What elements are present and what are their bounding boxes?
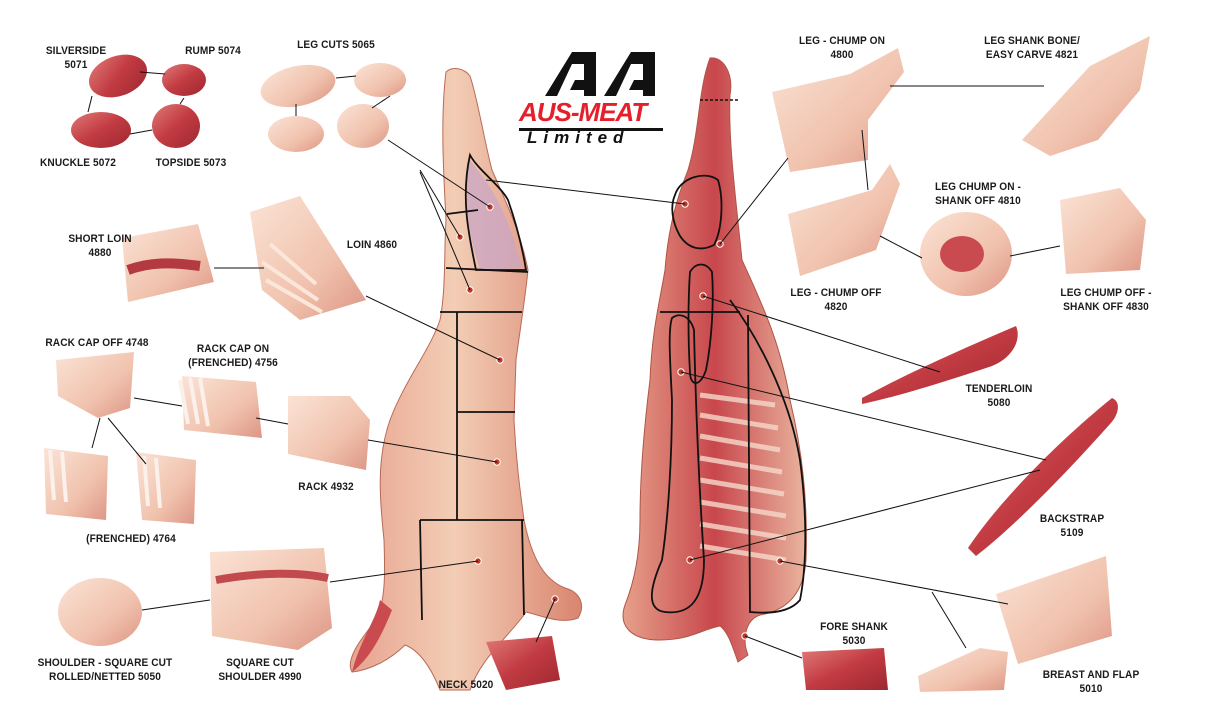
- tenderloin-piece: [862, 326, 1018, 404]
- left-foreshank-tip: [352, 600, 392, 672]
- neck-piece: [486, 636, 560, 690]
- logo-sub-text: Limited: [527, 128, 630, 147]
- logo-brand-text: AUS-MEAT: [519, 97, 647, 127]
- label-knuckle: KNUCKLE 5072: [40, 157, 116, 169]
- label-leg-chump-off-shank-off: LEG CHUMP OFF -SHANK OFF 4830: [1060, 287, 1152, 313]
- square-cut-shoulder-piece: [210, 548, 332, 650]
- label-rack-cap-off: RACK CAP OFF 4748: [45, 337, 149, 349]
- leg-chump-off-shank-off-piece: [1060, 188, 1146, 274]
- rump-piece: [162, 64, 206, 96]
- breast-and-flap-piece-2: [918, 648, 1008, 692]
- label-rump: RUMP 5074: [185, 45, 241, 57]
- label-rack-cap-on: RACK CAP ON(FRENCHED) 4756: [188, 343, 278, 369]
- topside-piece: [152, 104, 200, 148]
- right-carcass: [622, 57, 807, 663]
- aus-meat-logo-mark: [519, 52, 663, 131]
- breast-and-flap-piece-1: [996, 556, 1112, 664]
- frenched-rack-2: [136, 452, 196, 524]
- label-frenched: (FRENCHED) 4764: [86, 533, 176, 545]
- frenched-rack-1: [44, 448, 108, 520]
- label-topside: TOPSIDE 5073: [155, 157, 227, 169]
- rack-piece: [288, 396, 370, 470]
- aus-meat-logo: AUS-MEAT Limited: [519, 97, 667, 147]
- knuckle-piece: [71, 112, 131, 148]
- rolled-shoulder-piece: [58, 578, 142, 646]
- label-loin: LOIN 4860: [346, 239, 398, 251]
- cut-pieces: [44, 36, 1150, 692]
- label-rack: RACK 4932: [298, 481, 354, 493]
- leg-shank-bone-piece: [1022, 36, 1150, 156]
- silverside-piece: [88, 54, 148, 98]
- label-leg-cuts: LEG CUTS 5065: [297, 39, 375, 51]
- label-leg-chump-on-shank-off: LEG CHUMP ON -SHANK OFF 4810: [934, 181, 1021, 207]
- leg-cuts-pieces: [260, 63, 406, 152]
- backstrap-piece: [968, 398, 1118, 556]
- loin-piece: [250, 196, 366, 320]
- rack-cap-off-piece: [56, 352, 134, 418]
- right-carcass-body: [622, 57, 807, 663]
- connector-lines: [87, 71, 1061, 659]
- label-leg-shank-bone: LEG SHANK BONE/EASY CARVE 4821: [984, 35, 1080, 61]
- leg-chump-on-piece: [772, 48, 904, 172]
- left-carcass: [349, 68, 582, 691]
- left-carcass-body: [349, 68, 582, 691]
- left-leg-membrane: [466, 160, 522, 270]
- leg-chump-off-piece: [788, 164, 900, 276]
- rib-bones: [699, 392, 787, 563]
- label-neck: NECK 5020: [438, 679, 494, 691]
- fore-shank-piece: [802, 648, 888, 690]
